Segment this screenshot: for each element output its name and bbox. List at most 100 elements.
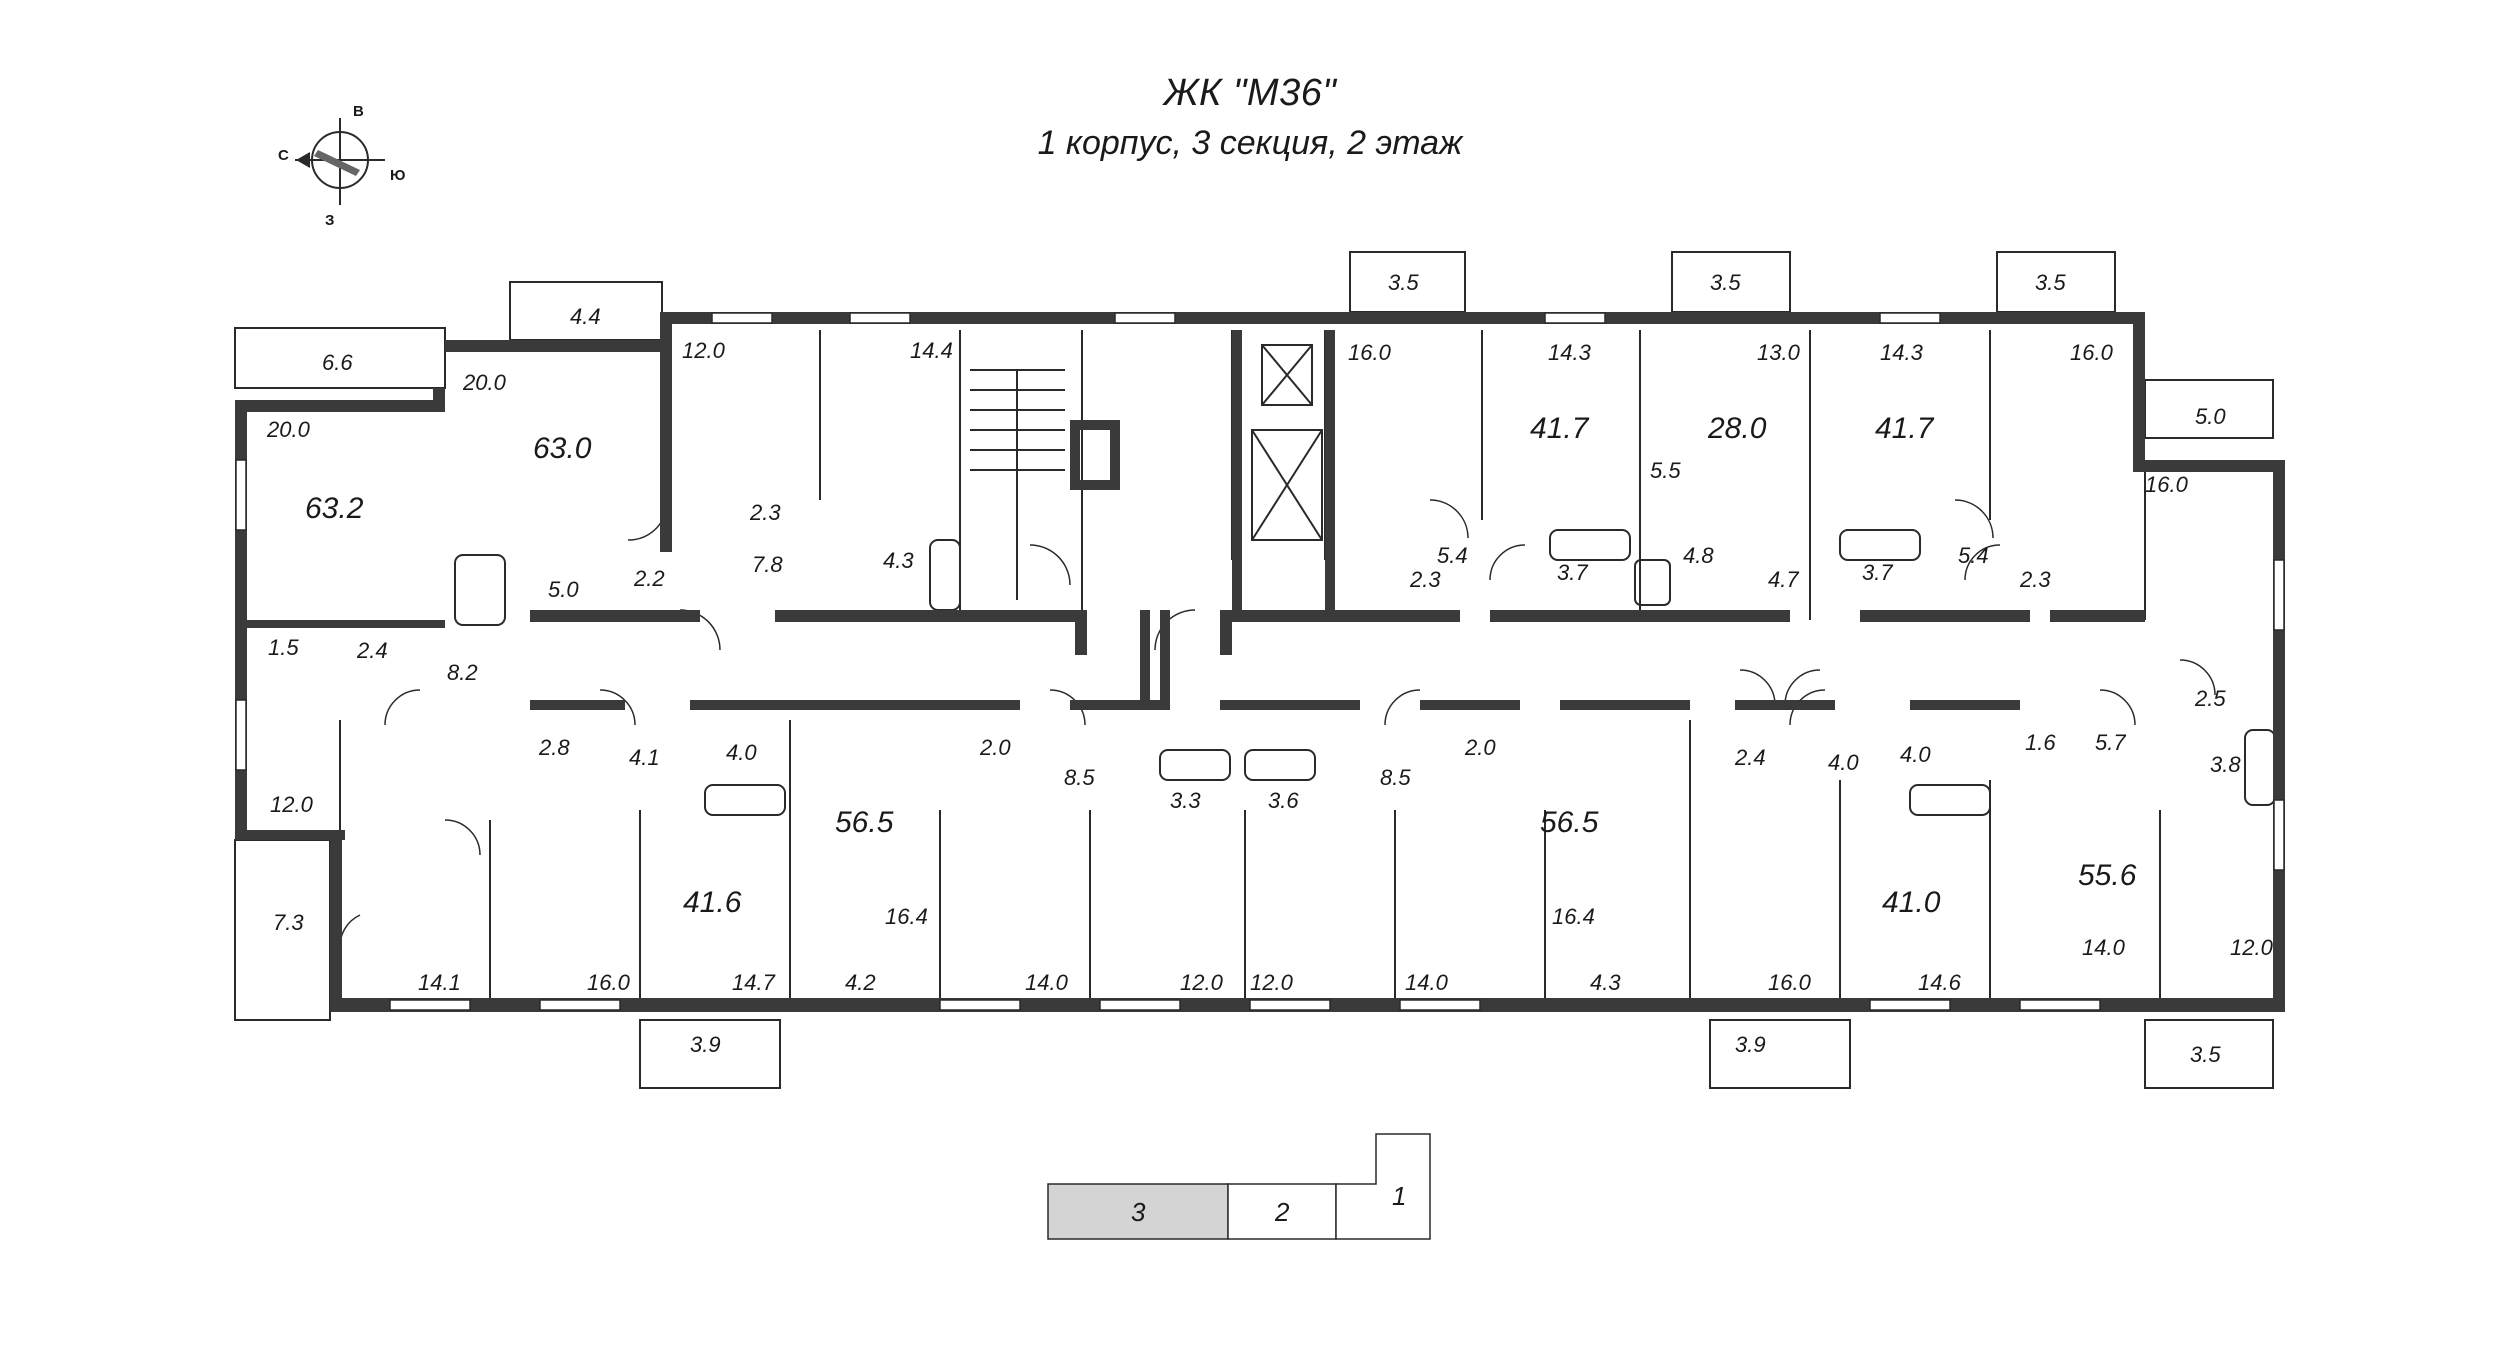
room-area: 12.0: [1250, 970, 1294, 995]
room-area: 13.0: [1757, 340, 1801, 365]
room-area: 2.3: [749, 500, 781, 525]
room-area: 2.3: [2019, 567, 2051, 592]
apartment-area: 41.0: [1882, 886, 1941, 919]
room-area: 2.8: [538, 735, 570, 760]
room-area: 3.5: [2035, 270, 2066, 295]
room-area: 1.6: [2025, 730, 2056, 755]
room-area: 5.5: [1650, 458, 1681, 483]
complex-title: ЖК "М36": [1163, 72, 1337, 114]
room-area: 4.0: [1900, 742, 1931, 767]
room-area-labels: 6.6 20.0 1.5 2.4 8.2 12.0 7.3 14.1 4.4 2…: [266, 270, 2274, 1067]
section-button-2[interactable]: [1227, 1183, 1337, 1240]
compass-icon: В С Ю З: [278, 103, 405, 229]
section-button-3[interactable]: [1047, 1183, 1229, 1240]
room-area: 4.3: [883, 548, 914, 573]
room-area: 3.7: [1862, 560, 1893, 585]
windows: [235, 312, 2285, 1011]
room-area: 12.0: [682, 338, 726, 363]
section-label-3: 3: [1131, 1197, 1146, 1227]
room-area: 14.0: [1405, 970, 1449, 995]
room-area: 16.4: [1552, 904, 1595, 929]
room-area: 14.3: [1548, 340, 1592, 365]
room-area: 2.0: [979, 735, 1011, 760]
door-swings: [339, 499, 2216, 951]
room-area: 3.3: [1170, 788, 1201, 813]
room-area: 4.8: [1683, 543, 1714, 568]
room-area: 12.0: [1180, 970, 1224, 995]
floor-subtitle: 1 корпус, 3 секция, 2 этаж: [1037, 124, 1463, 162]
room-area: 5.7: [2095, 730, 2126, 755]
room-area: 4.1: [629, 745, 660, 770]
room-area: 16.0: [2070, 340, 2114, 365]
room-area: 16.0: [1768, 970, 1812, 995]
room-area: 12.0: [270, 792, 314, 817]
room-area: 20.0: [462, 370, 507, 395]
room-area: 3.8: [2210, 752, 2241, 777]
room-area: 16.0: [1348, 340, 1392, 365]
room-area: 3.5: [1710, 270, 1741, 295]
apartment-area: 41.7: [1530, 412, 1590, 445]
room-area: 4.3: [1590, 970, 1621, 995]
room-area: 3.6: [1268, 788, 1299, 813]
room-area: 4.7: [1768, 567, 1799, 592]
compass-label-south: Ю: [390, 167, 405, 184]
room-area: 5.0: [548, 577, 579, 602]
section-label-1: 1: [1392, 1181, 1406, 1211]
room-area: 14.0: [1025, 970, 1069, 995]
interior-walls: [339, 330, 2276, 1010]
room-area: 8.5: [1380, 765, 1411, 790]
apartment-area: 63.0: [533, 432, 592, 465]
room-area: 5.4: [1958, 543, 1989, 568]
room-area: 14.4: [910, 338, 953, 363]
balconies: [234, 251, 2274, 1089]
room-area: 5.4: [1437, 543, 1468, 568]
apartment-area: 63.2: [305, 492, 364, 525]
room-area: 3.5: [2190, 1042, 2221, 1067]
section-button-1[interactable]: [1335, 1133, 1431, 1240]
room-area: 2.4: [1734, 745, 1766, 770]
room-area: 14.7: [732, 970, 776, 995]
compass-label-east: В: [353, 103, 364, 120]
room-area: 2.0: [1464, 735, 1496, 760]
compass-label-north: С: [278, 147, 289, 164]
room-area: 2.3: [1409, 567, 1441, 592]
room-area: 7.3: [273, 910, 304, 935]
room-area: 6.6: [322, 350, 353, 375]
section-selector: 3 2 1: [1047, 1133, 1431, 1240]
apartment-area: 55.6: [2078, 859, 2137, 892]
room-area: 8.5: [1064, 765, 1095, 790]
room-area: 4.0: [726, 740, 757, 765]
room-area: 7.8: [752, 552, 783, 577]
room-area: 20.0: [266, 417, 311, 442]
apartment-area: 56.5: [835, 806, 894, 839]
room-area: 8.2: [447, 660, 478, 685]
room-area: 3.5: [1388, 270, 1419, 295]
room-area: 4.2: [845, 970, 876, 995]
apartment-area: 41.7: [1875, 412, 1935, 445]
room-area: 16.4: [885, 904, 928, 929]
room-area: 3.9: [1735, 1032, 1766, 1057]
room-area: 14.0: [2082, 935, 2126, 960]
room-area: 16.0: [587, 970, 631, 995]
room-area: 12.0: [2230, 935, 2274, 960]
compass-label-west: З: [325, 212, 334, 229]
room-area: 5.0: [2195, 404, 2226, 429]
room-area: 14.1: [418, 970, 461, 995]
room-area: 2.4: [356, 638, 388, 663]
apartment-area: 28.0: [1707, 412, 1767, 445]
room-area: 3.7: [1557, 560, 1588, 585]
apartment-area-labels: 63.2 63.0 41.6 56.5 56.5 41.7 28.0 41.7 …: [305, 412, 2137, 919]
room-area: 4.4: [570, 304, 601, 329]
room-area: 14.6: [1918, 970, 1962, 995]
section-label-2: 2: [1274, 1197, 1290, 1227]
room-area: 3.9: [690, 1032, 721, 1057]
room-area: 16.0: [2145, 472, 2189, 497]
room-area: 1.5: [268, 635, 299, 660]
structural-walls: [235, 312, 2285, 1012]
room-area: 4.0: [1828, 750, 1859, 775]
apartment-area: 56.5: [1540, 806, 1599, 839]
room-area: 14.3: [1880, 340, 1924, 365]
room-area: 2.5: [2194, 686, 2226, 711]
room-area: 2.2: [633, 566, 665, 591]
